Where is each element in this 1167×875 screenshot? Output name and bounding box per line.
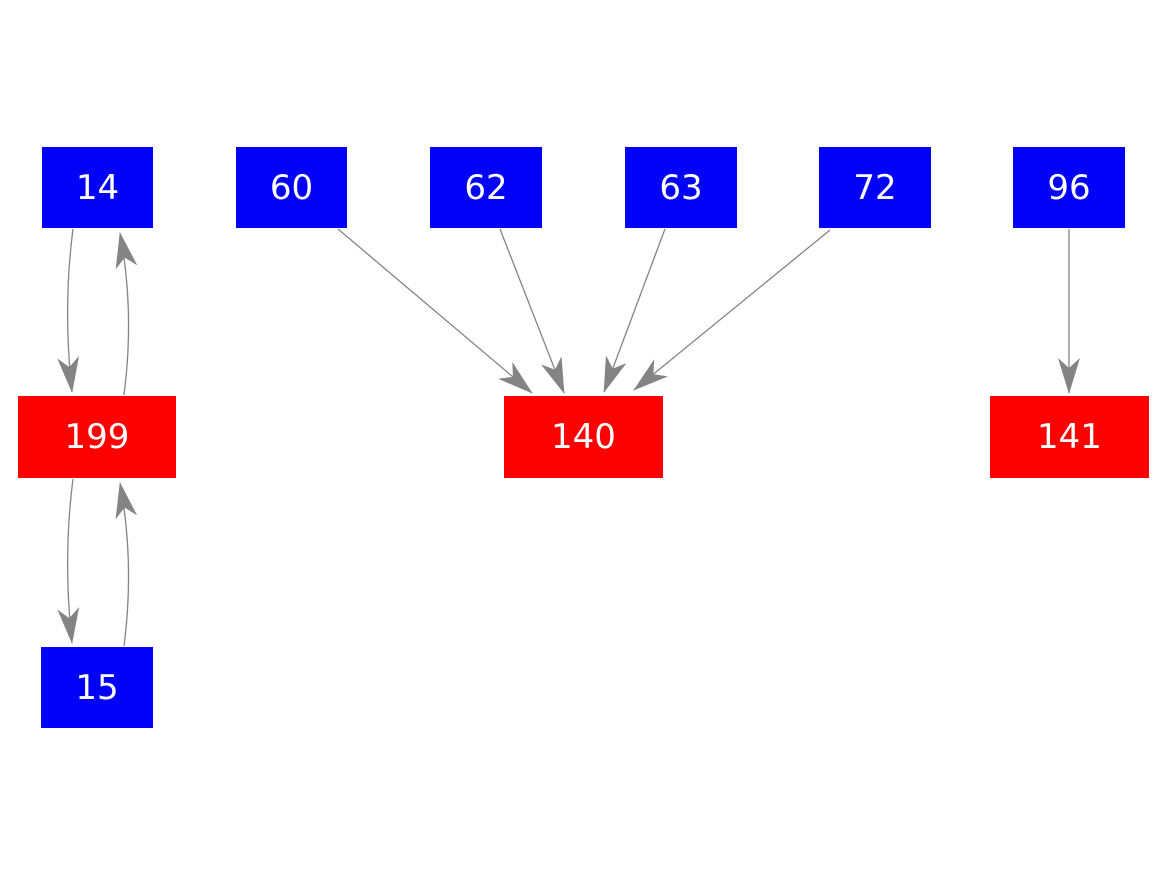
node-199: 199 [18,396,176,478]
node-15: 15 [41,647,153,728]
edge-15-199 [115,482,138,647]
node-label: 140 [551,417,616,457]
node-141: 141 [990,396,1149,478]
edge-199-15 [57,478,80,644]
node-62: 62 [430,147,542,228]
node-label: 72 [853,167,897,208]
node-96: 96 [1013,147,1125,228]
edge-63-140 [603,228,666,393]
edge-14-199 [57,228,80,393]
edge-60-140 [337,228,533,394]
edge-62-140 [499,228,565,394]
edge-72-140 [633,229,831,391]
node-140: 140 [504,396,663,478]
node-label: 63 [659,167,703,208]
node-label: 60 [269,167,314,208]
node-14: 14 [42,147,153,228]
node-label: 141 [1037,417,1102,457]
node-label: 199 [64,417,130,457]
edge-199-14 [115,232,138,396]
node-63: 63 [625,147,737,228]
node-label: 14 [75,167,120,208]
node-label: 15 [75,667,119,708]
node-60: 60 [236,147,347,228]
node-label: 62 [464,167,508,208]
node-72: 72 [819,147,931,228]
node-label: 96 [1047,167,1091,208]
